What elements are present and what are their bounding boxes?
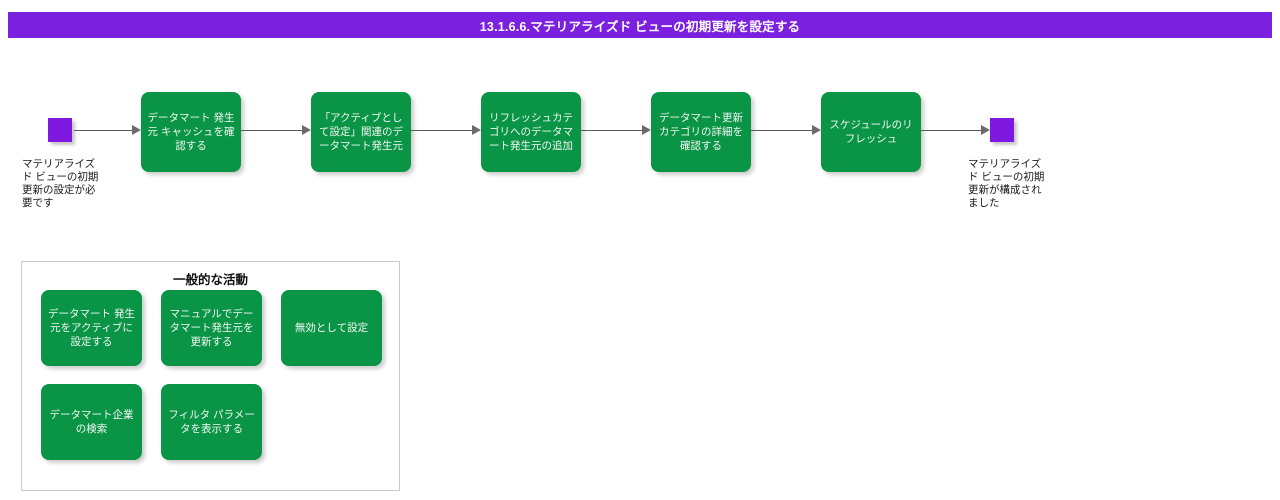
common-activity-label: 無効として設定 xyxy=(294,322,369,334)
flow-arrow-step-3-to-4 xyxy=(581,125,651,135)
page-header-bar: 13.1.6.6.マテリアライズド ビューの初期更新を設定する xyxy=(8,12,1272,38)
flow-step-4[interactable]: データマート更新カテゴリの詳細を確認する xyxy=(651,92,751,172)
arrow-head-icon xyxy=(812,125,821,135)
flow-start-terminator-icon xyxy=(48,118,72,142)
arrow-head-icon xyxy=(132,125,141,135)
common-activity-item[interactable]: データマート 発生元をアクティブに設定する xyxy=(41,290,142,366)
flow-arrow-step-1-to-2 xyxy=(241,125,311,135)
flow-arrow-step-4-to-5 xyxy=(751,125,821,135)
common-activity-item[interactable]: データマート企業の検索 xyxy=(41,384,142,460)
common-activities-panel: 一般的な活動 データマート 発生元をアクティブに設定する マニュアルでデータマー… xyxy=(21,261,400,491)
page-title: 13.1.6.6.マテリアライズド ビューの初期更新を設定する xyxy=(479,19,801,34)
process-flow: マテリアライズド ビューの初期更新の設定が必要です データマート 発生元 キャッ… xyxy=(0,78,1280,228)
common-activity-item[interactable]: マニュアルでデータマート発生元を更新する xyxy=(161,290,262,366)
flow-arrow-step-2-to-3 xyxy=(411,125,481,135)
flow-end-terminator-icon xyxy=(990,118,1014,142)
arrow-line xyxy=(411,129,472,131)
arrow-head-icon xyxy=(642,125,651,135)
common-activity-label: マニュアルでデータマート発生元を更新する xyxy=(169,308,254,348)
common-activity-label: データマート 発生元をアクティブに設定する xyxy=(48,308,135,348)
common-activities-grid: データマート 発生元をアクティブに設定する マニュアルでデータマート発生元を更新… xyxy=(41,290,383,460)
arrow-head-icon xyxy=(472,125,481,135)
common-activity-item[interactable]: 無効として設定 xyxy=(281,290,382,366)
flow-start-label: マテリアライズド ビューの初期更新の設定が必要です xyxy=(22,158,99,209)
flow-step-3-label: リフレッシュカテゴリへのデータマート発生元の追加 xyxy=(489,112,573,152)
flow-step-2[interactable]: 「アクティブとして設定」関連のデータマート発生元 xyxy=(311,92,411,172)
flow-arrow-start-to-step-1 xyxy=(74,125,141,135)
flow-step-4-label: データマート更新カテゴリの詳細を確認する xyxy=(659,112,743,152)
flow-step-5[interactable]: スケジュールのリフレッシュ xyxy=(821,92,921,172)
arrow-line xyxy=(74,129,132,131)
arrow-line xyxy=(581,129,642,131)
common-activity-label: フィルタ パラメータを表示する xyxy=(168,409,255,435)
arrow-head-icon xyxy=(981,125,990,135)
common-activities-title: 一般的な活動 xyxy=(172,273,248,287)
arrow-line xyxy=(241,129,302,131)
flow-end-label: マテリアライズド ビューの初期更新が構成されました xyxy=(968,158,1045,209)
arrow-head-icon xyxy=(302,125,311,135)
flow-step-2-label: 「アクティブとして設定」関連のデータマート発生元 xyxy=(319,112,403,152)
arrow-line xyxy=(921,129,981,131)
common-activity-item[interactable]: フィルタ パラメータを表示する xyxy=(161,384,262,460)
flow-arrow-step-5-to-end xyxy=(921,125,990,135)
flow-step-1-label: データマート 発生元 キャッシュを確認する xyxy=(147,112,235,152)
flow-step-1[interactable]: データマート 発生元 キャッシュを確認する xyxy=(141,92,241,172)
arrow-line xyxy=(751,129,812,131)
common-activity-label: データマート企業の検索 xyxy=(49,409,134,435)
flow-step-5-label: スケジュールのリフレッシュ xyxy=(829,119,913,145)
flow-step-3[interactable]: リフレッシュカテゴリへのデータマート発生元の追加 xyxy=(481,92,581,172)
